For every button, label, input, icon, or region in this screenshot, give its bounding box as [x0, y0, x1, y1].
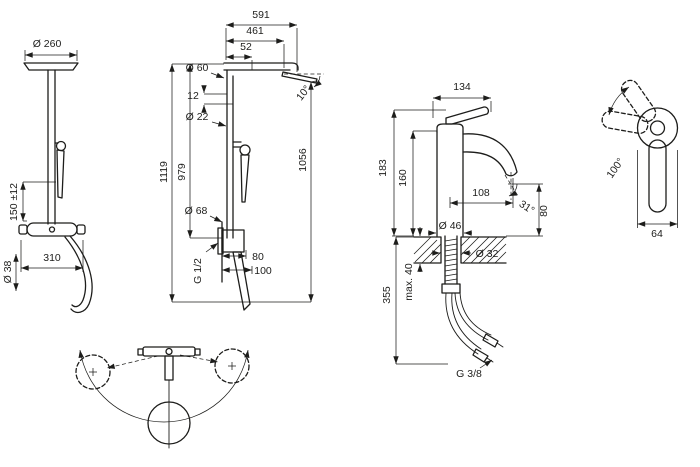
- dim-height-total: 1119: [158, 161, 170, 183]
- dim-spout-reach: 108: [472, 187, 490, 199]
- hand-shower-rest-position: [147, 401, 191, 445]
- overhead-shower-plate: [23, 62, 79, 71]
- shower-hose-inner: [64, 236, 87, 308]
- leader-line: [205, 242, 219, 253]
- showerpipe-side-view: 591 461 52 10° Ø 60 12 Ø 22 1119 979 105…: [158, 9, 324, 311]
- dim-hole-diameter: Ø 32: [476, 248, 499, 260]
- hose-connection-block: [441, 283, 461, 294]
- leader-line: [210, 72, 225, 79]
- dim-arm-reach-total: 591: [252, 9, 270, 21]
- swivel-line-left: [106, 355, 159, 369]
- dim-height-riser: 979: [176, 163, 188, 181]
- dim-base-diameter: Ø 46: [439, 220, 462, 232]
- mixer-body: [436, 131, 464, 237]
- dim-ext: [245, 250, 253, 274]
- dim-ext: [637, 150, 678, 228]
- deck-section: [413, 236, 507, 264]
- mixer-cartridge-cap: [436, 123, 464, 133]
- handle-swivel-position-1: [601, 110, 649, 135]
- dim-riser-diameter: Ø 22: [186, 111, 209, 123]
- dim-connection-thread: G 3/8: [456, 368, 482, 380]
- dim-arm-drop: 12: [187, 90, 199, 102]
- hand-shower-head-side: [239, 144, 251, 156]
- dim-valve-escutcheon: Ø 68: [185, 205, 208, 217]
- dim-ext: [204, 93, 233, 105]
- dim-ext: [396, 236, 448, 365]
- hose-connector-left: [472, 348, 489, 363]
- leader-line: [479, 359, 493, 369]
- dim-valve-width: 310: [43, 252, 61, 264]
- dim-ext: [20, 240, 84, 272]
- spout-angle-arc: [508, 183, 518, 197]
- dim-ext: [24, 50, 78, 61]
- supply-hose-left: [445, 292, 482, 355]
- dim-hose-drop: 355: [381, 286, 393, 304]
- dim-width-top: 134: [453, 81, 471, 93]
- handle-top-view: [648, 139, 667, 213]
- dim-connection-thread: G 1/2: [192, 258, 204, 284]
- dim-arm-offset: 52: [240, 41, 252, 53]
- thermostat-knob-left: [137, 348, 144, 356]
- spout-top-view: [636, 107, 679, 149]
- swivel-position-right: [214, 348, 250, 384]
- dim-ext: [506, 183, 543, 237]
- riser-top-view: [164, 355, 174, 381]
- swivel-arc: [78, 349, 250, 423]
- dim-head-tilt: 10°: [294, 83, 313, 103]
- dim-spout-angle: 31°: [517, 198, 537, 217]
- angle-arc: [313, 75, 322, 88]
- dim-head-diameter: Ø 260: [33, 38, 62, 50]
- handle-swivel-position-2: [620, 79, 657, 123]
- leader-line: [211, 121, 227, 127]
- dim-arm-reach: 461: [246, 25, 264, 37]
- mixer-spout: [462, 133, 518, 177]
- thermostat-handle-left: [18, 224, 28, 235]
- dim-height-total: 183: [377, 159, 389, 177]
- dim-ext: [23, 181, 56, 222]
- thread-lines: [444, 238, 458, 282]
- hand-shower-side: [240, 154, 250, 203]
- mixer-top-view: 100° 64: [601, 79, 679, 240]
- thermostat-logo: [48, 226, 56, 233]
- dim-wall-depth-min: 80: [252, 251, 264, 263]
- riser-pipe-side: [226, 69, 234, 239]
- showerpipe-front-view: Ø 260 150 ±12 310 Ø 38: [2, 38, 93, 314]
- dim-handle-width: 64: [651, 228, 663, 240]
- dim-height-adjustment: 150 ±12: [8, 183, 20, 221]
- shower-arm: [223, 62, 299, 71]
- dim-height-overhead: 1056: [297, 148, 309, 172]
- dim-handle-swivel-angle: 100°: [604, 156, 626, 181]
- dim-height-body: 160: [397, 169, 409, 187]
- dim-ext: [310, 80, 317, 83]
- position-center-marks: [89, 362, 236, 376]
- supply-hose-right: [454, 291, 492, 341]
- dim-ext: [225, 28, 298, 72]
- dim-ext: [172, 63, 311, 303]
- deck-hatching: [413, 236, 507, 264]
- valve-escutcheon-plate: [217, 227, 224, 255]
- hand-shower: [54, 142, 65, 199]
- dim-ext: [432, 101, 492, 118]
- thermostat-body: [26, 222, 78, 237]
- leader-line: [209, 215, 223, 223]
- dim-deck-thickness: max. 40: [403, 263, 415, 301]
- swivel-angle-arc: [608, 86, 630, 116]
- dim-hose-diameter: Ø 38: [2, 260, 14, 283]
- dim-spout-height: 80: [538, 205, 550, 217]
- hand-shower-holder: [232, 141, 242, 148]
- swivel-range-top-view: [75, 346, 250, 449]
- spout-aerator-top-view: [649, 120, 666, 136]
- dim-ext: [392, 109, 446, 237]
- thermostat-handle-right: [76, 224, 86, 235]
- riser-pipe: [47, 69, 56, 225]
- parked-hand-shower: [232, 251, 251, 311]
- dim-wall-depth-max: 100: [254, 265, 272, 277]
- thermostat-knob-right: [194, 348, 201, 356]
- pivot-point: [165, 347, 173, 356]
- basin-mixer-side-view: 134 183 160 108 31° 80 Ø 46 Ø 32: [377, 81, 550, 380]
- mixer-lever-handle: [445, 106, 489, 125]
- hose-connector-right: [482, 333, 499, 348]
